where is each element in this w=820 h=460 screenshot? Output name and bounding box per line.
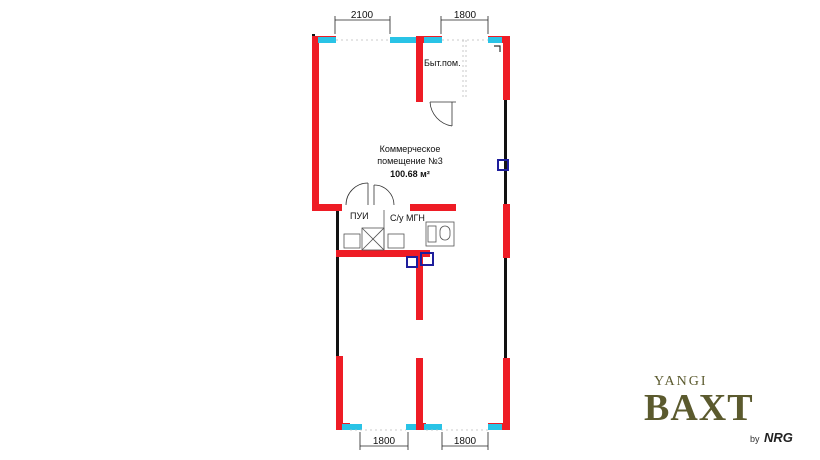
room-area-commercial: 100.68 м² [390, 169, 430, 179]
column-right [497, 159, 509, 171]
door-swings [345, 45, 501, 206]
window-bottom-3 [424, 424, 442, 430]
window-bottom-2 [406, 424, 416, 430]
outline-walls [312, 34, 507, 360]
grab-rail-icon [427, 225, 437, 243]
glazing-dashes [336, 39, 488, 431]
room-label-cleaning: ПУИ [350, 211, 369, 221]
window-top-4 [488, 37, 502, 43]
room-label-wc: С/у МГН [390, 213, 425, 223]
sink-icon [343, 233, 361, 249]
brand-logo-top: YANGI [654, 374, 708, 389]
room-label-commercial-2: помещение №3 [377, 156, 443, 166]
dimension-bottom-right: 1800 [454, 436, 477, 447]
brand-logo-by: by [750, 434, 760, 444]
brand-logo-company: NRG [764, 430, 793, 445]
brand-logo-main: BAXT [644, 387, 754, 429]
room-label-utility: Быт.пом. [424, 58, 461, 68]
window-bottom-1 [342, 424, 362, 430]
brand-logo: YANGI BAXT by NRG [636, 372, 806, 452]
column-center-right [420, 252, 434, 266]
sanitary-fixtures [343, 210, 455, 251]
dimension-lines [334, 16, 489, 450]
wc-cabin [425, 221, 455, 247]
window-bottom-4 [488, 424, 502, 430]
washbasin-icon [387, 233, 405, 249]
dimension-bottom-left: 1800 [373, 436, 396, 447]
dimension-top-left: 2100 [351, 10, 374, 21]
windows [318, 37, 502, 430]
red-walls [312, 36, 510, 430]
columns [406, 159, 509, 268]
window-top-2 [390, 37, 416, 43]
shower-tray-icon [361, 227, 385, 251]
window-top-3 [424, 37, 442, 43]
dimension-top-right: 1800 [454, 10, 477, 21]
room-label-commercial-1: Коммерческое [380, 144, 441, 154]
window-top-1 [318, 37, 336, 43]
column-center-left [406, 256, 418, 268]
toilet-icon [439, 225, 451, 241]
